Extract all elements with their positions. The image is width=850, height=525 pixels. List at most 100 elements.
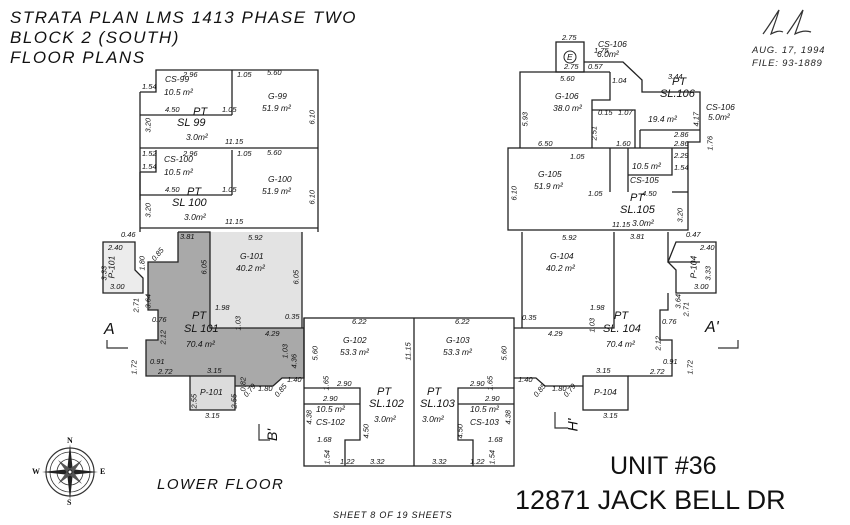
dimension-label: 0.91 — [150, 356, 165, 366]
dimension-label: 6.05 — [291, 269, 301, 284]
room-label: CS-99 — [165, 73, 190, 84]
room-label: 51.9 m² — [262, 102, 291, 113]
dimension-label: 2.12 — [158, 329, 168, 344]
signature-icon — [762, 9, 812, 36]
room-label: SL 99 — [177, 117, 206, 129]
room-label: PT — [427, 386, 442, 398]
room-label: PT — [187, 186, 202, 198]
dimension-label: 1.54 — [674, 162, 689, 172]
dimension-label: 0.85 — [531, 381, 548, 399]
room-label: P-104 — [594, 386, 617, 397]
room-label: 38.0 m² — [553, 102, 582, 113]
room-label: G-100 — [268, 173, 292, 184]
sl101-shading — [146, 232, 304, 386]
dimension-label: 3.15 — [205, 410, 220, 420]
dimension-label: 3.15 — [603, 410, 618, 420]
room-label: 51.9 m² — [534, 180, 563, 191]
compass-east: E — [100, 467, 106, 476]
dimension-label: 5.92 — [562, 232, 577, 242]
dimension-label: 11.15 — [225, 136, 244, 146]
dimension-label: 6.10 — [307, 189, 317, 204]
dimension-label: 2.71 — [681, 301, 691, 316]
dimension-label: 1.05 — [588, 188, 603, 198]
room-label: SL.106 — [660, 88, 695, 100]
room-label: 6.0m² — [597, 48, 619, 59]
section-a-left: A — [104, 321, 115, 338]
dimension-label: 1.05 — [570, 151, 585, 161]
room-label: G-99 — [268, 90, 287, 101]
dimension-label: 0.46 — [121, 229, 136, 239]
room-label: E — [567, 51, 573, 62]
dimension-label: 4.29 — [548, 328, 563, 338]
room-label: PT — [672, 76, 687, 88]
dimension-label: 4.36 — [289, 353, 299, 368]
dimension-label: 5.60 — [310, 345, 320, 360]
room-label: 19.4 m² — [648, 113, 677, 124]
street-address: 12871 JACK BELL DR — [515, 485, 786, 515]
unit-104-walls — [514, 232, 717, 411]
room-label: PT — [193, 106, 208, 118]
room-label: 10.5 m² — [632, 160, 661, 171]
units-105-106-walls — [507, 41, 701, 231]
dimension-label: 4.50 — [165, 104, 180, 114]
dimension-label: 1.76 — [705, 135, 715, 150]
dimension-label: 3.32 — [370, 456, 385, 466]
compass-north: N — [67, 436, 73, 445]
room-label: P-101 — [106, 255, 117, 278]
dimension-label: 4.50 — [455, 423, 465, 438]
dimension-label: 1.98 — [215, 302, 230, 312]
p101b-shading — [190, 376, 235, 410]
section-a-right: A' — [705, 319, 719, 336]
room-label: 3.0m² — [186, 131, 208, 142]
dimension-label: 2.90 — [470, 378, 485, 388]
dimension-label: 2.75 — [564, 61, 579, 71]
dimension-label: 3.20 — [143, 202, 153, 217]
dimension-label: 3.81 — [180, 231, 195, 241]
dimension-label: 2.90 — [337, 378, 352, 388]
room-label: 10.5 m² — [470, 403, 499, 414]
dimension-label: 0.57 — [588, 61, 603, 71]
dimension-label: 1.03 — [587, 317, 597, 332]
dimension-label: 0.85 — [272, 381, 289, 399]
dimension-label: 2.86 — [674, 138, 689, 148]
room-label: G-102 — [343, 334, 367, 345]
plan-title-line1: STRATA PLAN LMS 1413 PHASE TWO — [10, 8, 357, 27]
dimension-label: 1.68 — [488, 434, 503, 444]
dimension-label: 3.32 — [432, 456, 447, 466]
dimension-label: 2.86 — [674, 129, 689, 139]
dimension-label: 1.75 — [594, 45, 609, 55]
p101a-shading — [103, 242, 143, 293]
dimension-label: 1.05 — [222, 104, 237, 114]
room-label: 3.0m² — [422, 413, 444, 424]
dimension-label: 0.47 — [686, 229, 701, 239]
dimension-label: 1.98 — [590, 302, 605, 312]
room-label: CS-105 — [630, 174, 659, 185]
dimension-label: 1.54 — [142, 81, 157, 91]
dimension-label: 1.65 — [485, 375, 495, 390]
unit-number: UNIT #36 — [610, 452, 717, 480]
room-label: 3.0m² — [184, 211, 206, 222]
dimension-label: 11.15 — [612, 219, 631, 229]
room-label: PT — [377, 386, 392, 398]
dimension-label: 2.72 — [650, 366, 665, 376]
dimension-label: 3.33 — [99, 265, 109, 280]
dimension-label: 11.15 — [403, 341, 413, 360]
dimension-label: 3.15 — [596, 365, 611, 375]
dimension-label: 1.80 — [552, 383, 567, 393]
room-label: SL.102 — [369, 398, 404, 410]
room-label: 40.2 m² — [546, 262, 575, 273]
dimension-label: 2.90 — [485, 393, 500, 403]
dimension-label: 1.05 — [237, 69, 252, 79]
room-label: 3.0m² — [374, 413, 396, 424]
room-label: 10.5 m² — [164, 86, 193, 97]
dimension-label: 11.15 — [225, 216, 244, 226]
dimension-label: 3.20 — [675, 207, 685, 222]
section-markers — [106, 340, 739, 441]
dimension-label: 4.50 — [165, 184, 180, 194]
dimension-label: 2.12 — [653, 335, 663, 350]
dimension-label: 6.05 — [199, 259, 209, 274]
dimension-label: 3.81 — [630, 231, 645, 241]
dimension-label: 1.80 — [258, 383, 273, 393]
